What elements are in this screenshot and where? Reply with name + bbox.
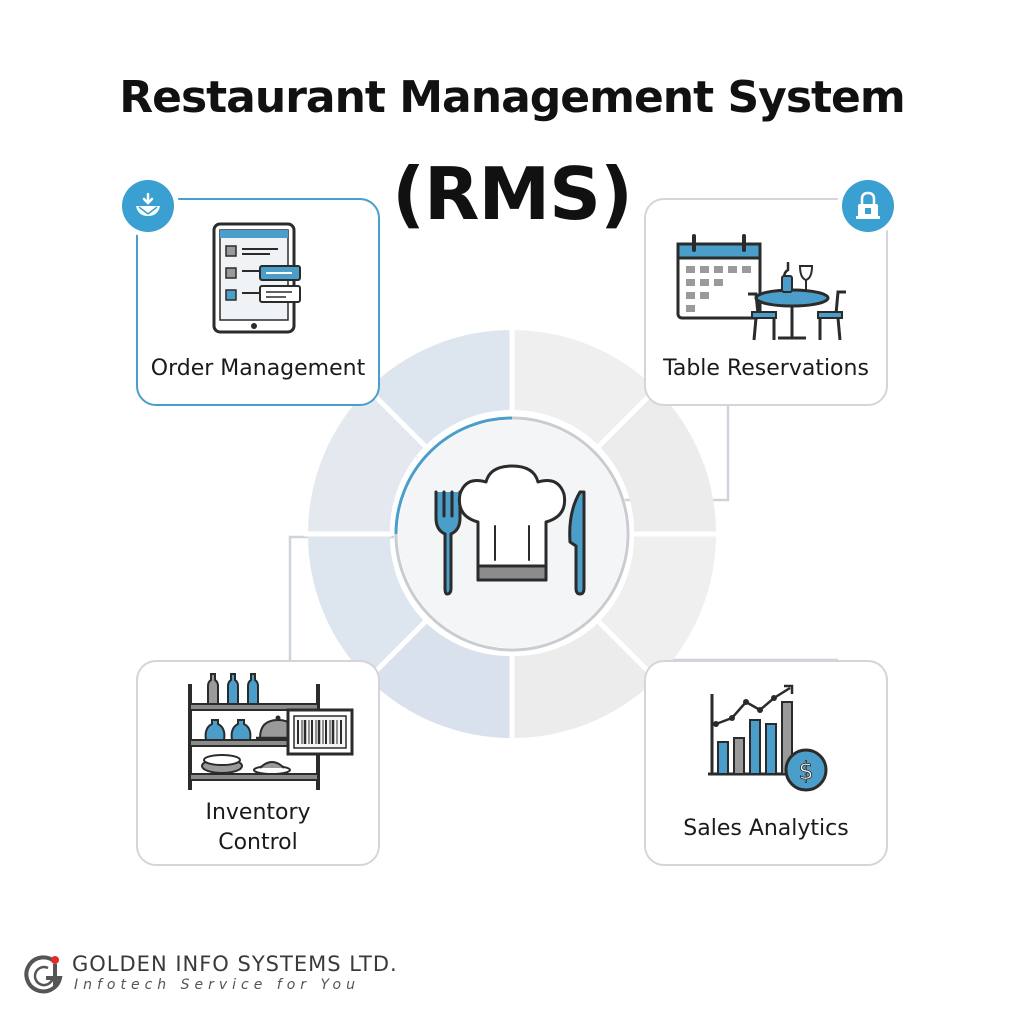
ring-segment xyxy=(307,389,425,534)
chef-hat-fork-knife-icon xyxy=(434,464,586,596)
gis-logo-icon xyxy=(24,955,63,994)
bar-chart-dollar-icon: $ xyxy=(708,684,828,792)
card-order-management[interactable]: Order Management xyxy=(136,198,380,406)
card-label-inventory-line1: Inventory xyxy=(205,800,311,825)
restaurant-lock-icon xyxy=(842,180,894,232)
ring-segment xyxy=(599,389,717,534)
card-label-analytics: Sales Analytics xyxy=(683,816,849,841)
brand-tagline: Infotech Service for You xyxy=(74,977,360,993)
ring-segment xyxy=(307,534,425,679)
ring-segment xyxy=(368,329,512,446)
svg-text:$: $ xyxy=(798,757,813,785)
page-subtitle: (RMS) xyxy=(392,152,633,236)
ring-segment xyxy=(599,534,717,679)
food-bowl-icon xyxy=(122,180,174,232)
card-sales-analytics[interactable]: $ Sales Analytics xyxy=(644,660,888,866)
tablet-order-icon xyxy=(212,222,301,334)
outer-ring xyxy=(304,326,720,742)
card-inventory-control[interactable]: Inventory Control xyxy=(136,660,380,866)
card-label-inventory-line2: Control xyxy=(218,830,298,855)
page-title: Restaurant Management System xyxy=(119,72,906,123)
brand-name: GOLDEN INFO SYSTEMS LTD. xyxy=(72,952,398,976)
shelf-barcode-icon xyxy=(188,673,354,790)
card-table-reservations[interactable]: Table Reservations xyxy=(644,198,888,406)
ring-segment xyxy=(512,622,656,739)
card-label-reservations: Table Reservations xyxy=(663,356,869,381)
card-label-order: Order Management xyxy=(150,356,366,381)
ring-segment xyxy=(368,622,512,739)
calendar-dining-table-icon xyxy=(676,234,846,341)
ring-segment xyxy=(512,329,656,446)
